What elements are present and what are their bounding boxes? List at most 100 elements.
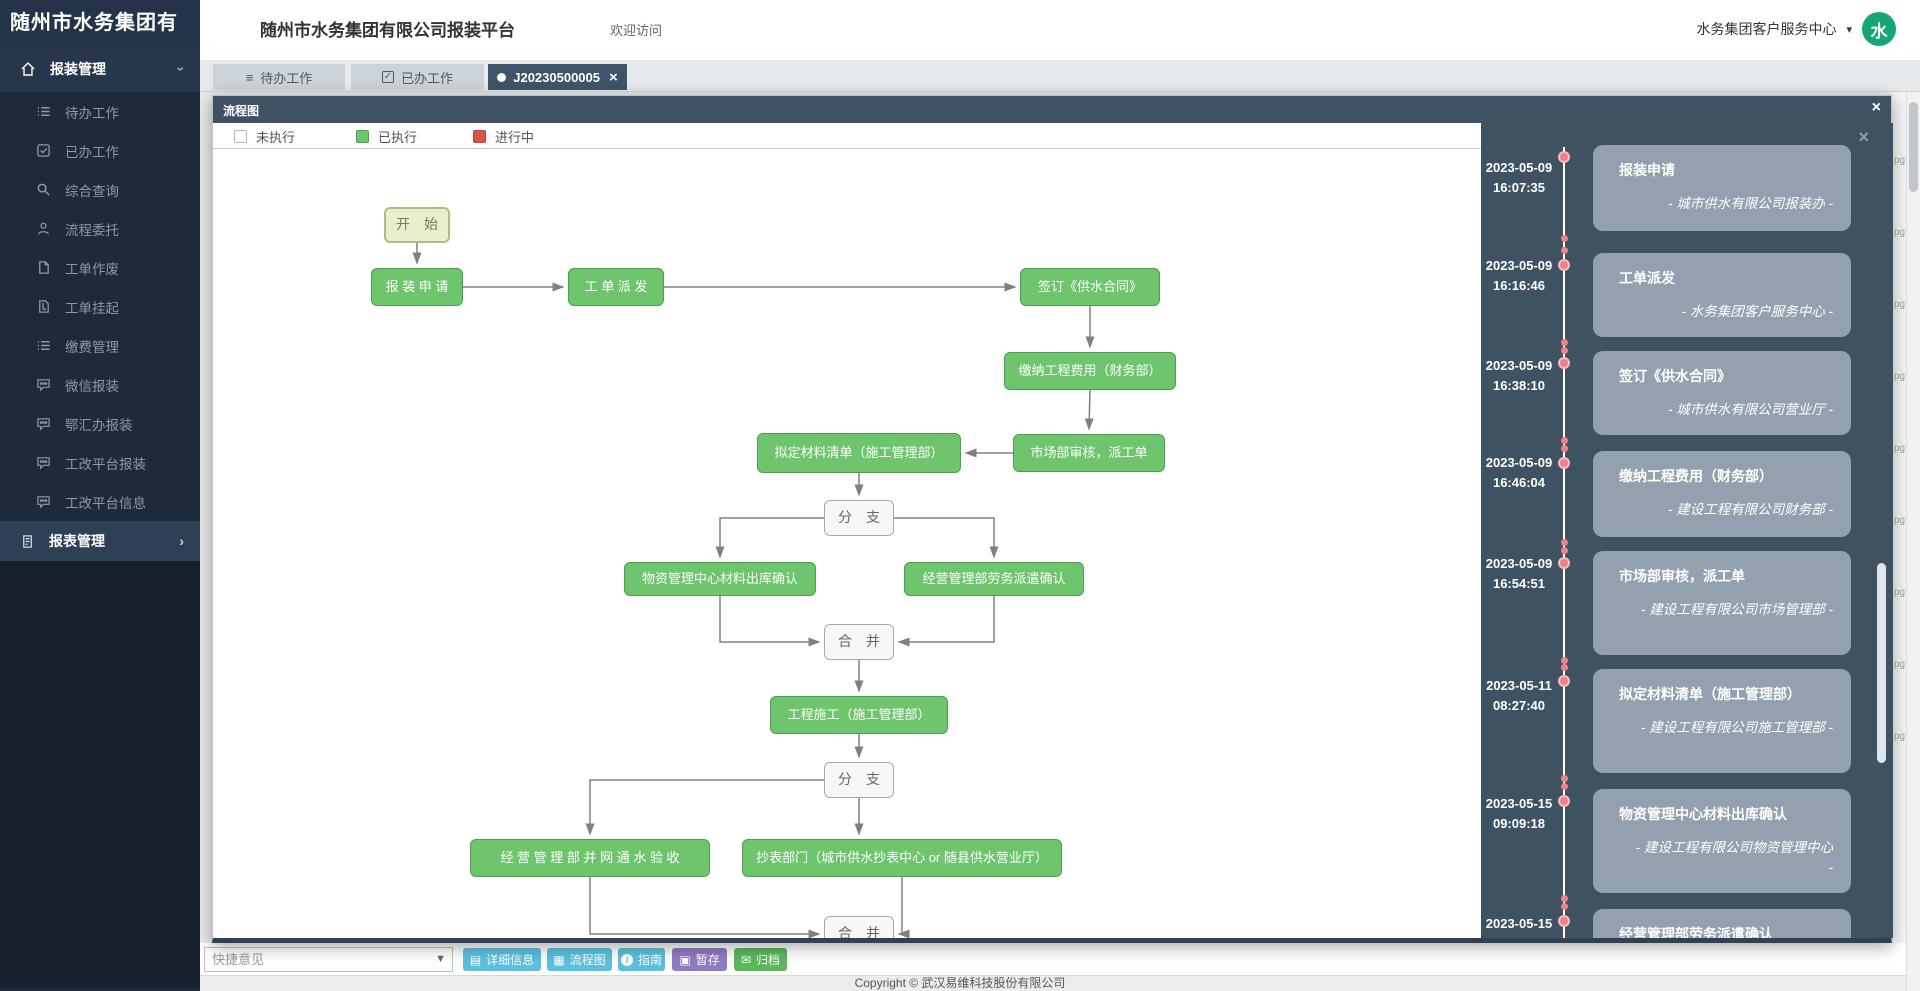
legend-label: 进行中: [495, 129, 535, 145]
modal-header[interactable]: 流程图 ×: [213, 96, 1891, 123]
sidebar-item-label: 流程委托: [65, 222, 119, 238]
tab-workorder-active[interactable]: J20230500005 ×: [488, 64, 627, 90]
timeline-time: 16:07:35: [1492, 180, 1546, 195]
sidebar-group-install-management[interactable]: 报装管理 ›: [0, 46, 200, 92]
tab-todo[interactable]: ≡ 待办工作: [213, 64, 345, 90]
timeline-dot: [1558, 357, 1570, 369]
flow-chart-button[interactable]: ▦ 流程图: [547, 948, 612, 971]
sidebar: 随州市水务集团有 报装管理 › 待办工作 已办工作 综合查询 流程委托: [0, 0, 200, 991]
modal-title: 流程图: [223, 104, 260, 118]
timeline-dot-small: [1561, 347, 1568, 354]
check-square-icon: [36, 143, 51, 158]
flow-connectors: [412, 243, 1095, 938]
timeline-card-dept: - 建设工程有限公司物资管理中心 -: [1635, 840, 1833, 875]
sidebar-item-comprehensive-query[interactable]: 综合查询: [0, 170, 200, 209]
sidebar-item-label: 综合查询: [65, 183, 119, 199]
save-icon: ▣: [679, 952, 691, 967]
timeline-timestamp: 2023-05-11 08:27:40: [1481, 676, 1557, 716]
quick-opinion-select[interactable]: 快捷意见 ▼: [204, 947, 453, 972]
timeline-card: 市场部审核，派工单 - 建设工程有限公司市场管理部 -: [1593, 551, 1851, 655]
timeline-card-dept: - 城市供水有限公司营业厅 -: [1668, 402, 1833, 417]
tab-bar: ≡ 待办工作 ✓ 已办工作 J20230500005 ×: [200, 60, 1920, 92]
chat-bubble-icon: [36, 455, 51, 470]
timeline-dot-small: [1561, 539, 1568, 546]
sidebar-item-wechat-install[interactable]: 微信报装: [0, 365, 200, 404]
sidebar-item-gongai-platform-install[interactable]: 工改平台报装: [0, 443, 200, 482]
timeline-close-icon[interactable]: ×: [1858, 127, 1869, 147]
timeline-card-title: 报装申请: [1619, 162, 1675, 178]
avatar[interactable]: 水: [1862, 12, 1896, 46]
caret-down-icon: ▾: [1846, 23, 1852, 36]
sidebar-item-label: 待办工作: [65, 105, 119, 121]
timeline-dot-small: [1561, 247, 1568, 254]
timeline-dot: [1558, 675, 1570, 687]
bottom-toolbar: 快捷意见 ▼ ▤ 详细信息 ▦ 流程图 i 指南 ▣ 暂存 ✉ 归档: [200, 943, 1920, 975]
timeline-timestamp: 2023-05-15 09:09:18: [1481, 794, 1557, 834]
legend-swatch-executed: [356, 129, 369, 143]
button-label: 暂存: [695, 953, 720, 967]
timeline-panel: × 2023-05-09 1: [1481, 123, 1893, 938]
edge-text-fragment: pg: [1894, 155, 1906, 166]
timeline-time: 16:54:51: [1492, 576, 1546, 591]
timeline-dot-small: [1561, 775, 1568, 782]
user-name: 水务集团客户服务中心: [1696, 21, 1837, 37]
modal-close-icon[interactable]: ×: [1871, 99, 1881, 116]
list-icon: ≡: [245, 69, 254, 85]
sidebar-item-label: 工改平台报装: [65, 456, 146, 472]
timeline-scrollbar-thumb[interactable]: [1877, 563, 1886, 763]
timeline-card: 拟定材料清单（施工管理部） - 建设工程有限公司施工管理部 -: [1593, 669, 1851, 773]
sidebar-item-order-void[interactable]: 工单作废: [0, 248, 200, 287]
sidebar-item-label: 缴费管理: [65, 339, 119, 355]
timeline-time: 08:27:40: [1492, 698, 1546, 713]
save-draft-button[interactable]: ▣ 暂存: [672, 948, 727, 971]
sidebar-item-order-suspend[interactable]: 工单挂起: [0, 287, 200, 326]
timeline-card: 报装申请 - 城市供水有限公司报装办 -: [1593, 145, 1851, 231]
tab-label: J20230500005: [513, 69, 600, 85]
tab-done[interactable]: ✓ 已办工作: [351, 64, 484, 90]
flow-node-merge-1: 合 并: [824, 624, 894, 660]
welcome-text: 欢迎访问: [610, 23, 663, 38]
flow-chart-modal: 流程图 × 未执行 已执行 进行中: [212, 95, 1893, 943]
check-square-icon: ✓: [381, 71, 394, 83]
caret-down-icon: ▼: [435, 953, 446, 965]
sidebar-item-process-delegate[interactable]: 流程委托: [0, 209, 200, 248]
guide-button[interactable]: i 指南: [618, 948, 665, 971]
sidebar-group-reports[interactable]: 报表管理 ›: [0, 521, 200, 561]
timeline-timestamp: 2023-05-09 16:46:04: [1481, 453, 1557, 493]
header: 随州市水务集团有限公司报装平台 欢迎访问 水务集团客户服务中心 ▾ 水: [200, 0, 1920, 60]
detail-info-button[interactable]: ▤ 详细信息: [463, 948, 541, 971]
timeline-dot: [1558, 457, 1570, 469]
timeline-card-dept: - 建设工程有限公司市场管理部 -: [1641, 602, 1833, 617]
flow-node-dispatch: 工 单 派 发: [568, 268, 664, 306]
close-icon[interactable]: ×: [609, 68, 618, 86]
timeline-card-title: 工单派发: [1619, 270, 1675, 286]
button-label: 详细信息: [486, 953, 535, 967]
flow-canvas: 开 始 报 装 申 请 工 单 派 发 签订《供水合同》 缴纳工程费用（财务部）…: [213, 149, 1481, 938]
page-title: 随州市水务集团有限公司报装平台: [260, 21, 515, 40]
sidebar-item-done[interactable]: 已办工作: [0, 131, 200, 170]
timeline-dot-small: [1561, 445, 1568, 452]
timeline-dot: [1558, 151, 1570, 163]
sidebar-item-todo[interactable]: 待办工作: [0, 92, 200, 131]
edge-text-fragment: pg: [1894, 371, 1906, 382]
timeline-card-title: 签订《供水合同》: [1619, 368, 1731, 384]
edge-text-fragment: pg: [1894, 299, 1906, 310]
list-icon: [36, 338, 51, 353]
archive-button[interactable]: ✉ 归档: [734, 948, 787, 971]
sidebar-item-gongai-platform-info[interactable]: 工改平台信息: [0, 482, 200, 521]
sidebar-item-ehuiban-install[interactable]: 鄂汇办报装: [0, 404, 200, 443]
user-menu[interactable]: 水务集团客户服务中心 ▾ 水: [1696, 12, 1896, 46]
page-scrollbar-thumb[interactable]: [1909, 102, 1918, 192]
flow-node-branch-2: 分 支: [824, 762, 894, 798]
sidebar-item-payment-management[interactable]: 缴费管理: [0, 326, 200, 365]
legend-in-progress: 进行中: [473, 123, 534, 149]
button-label: 流程图: [569, 953, 606, 967]
timeline-date: 2023-05-09: [1485, 358, 1553, 373]
chat-bubble-icon: [36, 416, 51, 431]
page-scrollbar[interactable]: [1906, 92, 1920, 991]
edge-text-fragment: pg: [1894, 515, 1906, 526]
timeline-date: 2023-05-15: [1485, 916, 1553, 931]
tab-label: 已办工作: [400, 70, 453, 86]
edge-text-fragment: pg: [1894, 227, 1906, 238]
flow-node-construction: 工程施工（施工管理部）: [770, 696, 948, 734]
